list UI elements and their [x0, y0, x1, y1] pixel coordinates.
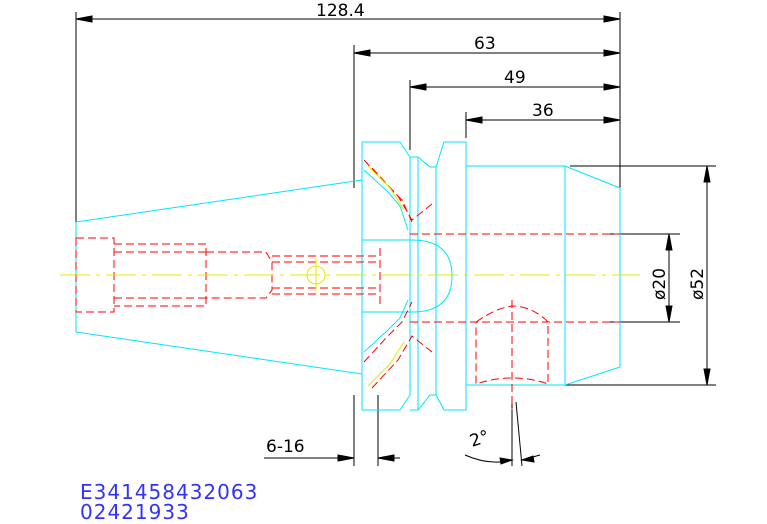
part-code: E341458432063	[80, 480, 259, 504]
dim-bore-diameter: ø20	[650, 268, 670, 300]
center-lines	[60, 165, 640, 387]
dimension-lines	[75, 12, 716, 467]
dim-thread: 6-16	[266, 437, 305, 457]
dim-groove-length: 49	[504, 68, 526, 88]
dim-outer-diameter: ø52	[688, 268, 708, 300]
dim-flange-length: 63	[474, 34, 496, 54]
hidden-lines	[75, 159, 620, 410]
dim-taper-angle: 2°	[467, 427, 492, 452]
part-outline	[75, 141, 621, 411]
order-code: 02421933	[80, 500, 190, 524]
dim-overall-length: 128.4	[316, 1, 365, 21]
dim-body-length: 36	[532, 101, 554, 121]
